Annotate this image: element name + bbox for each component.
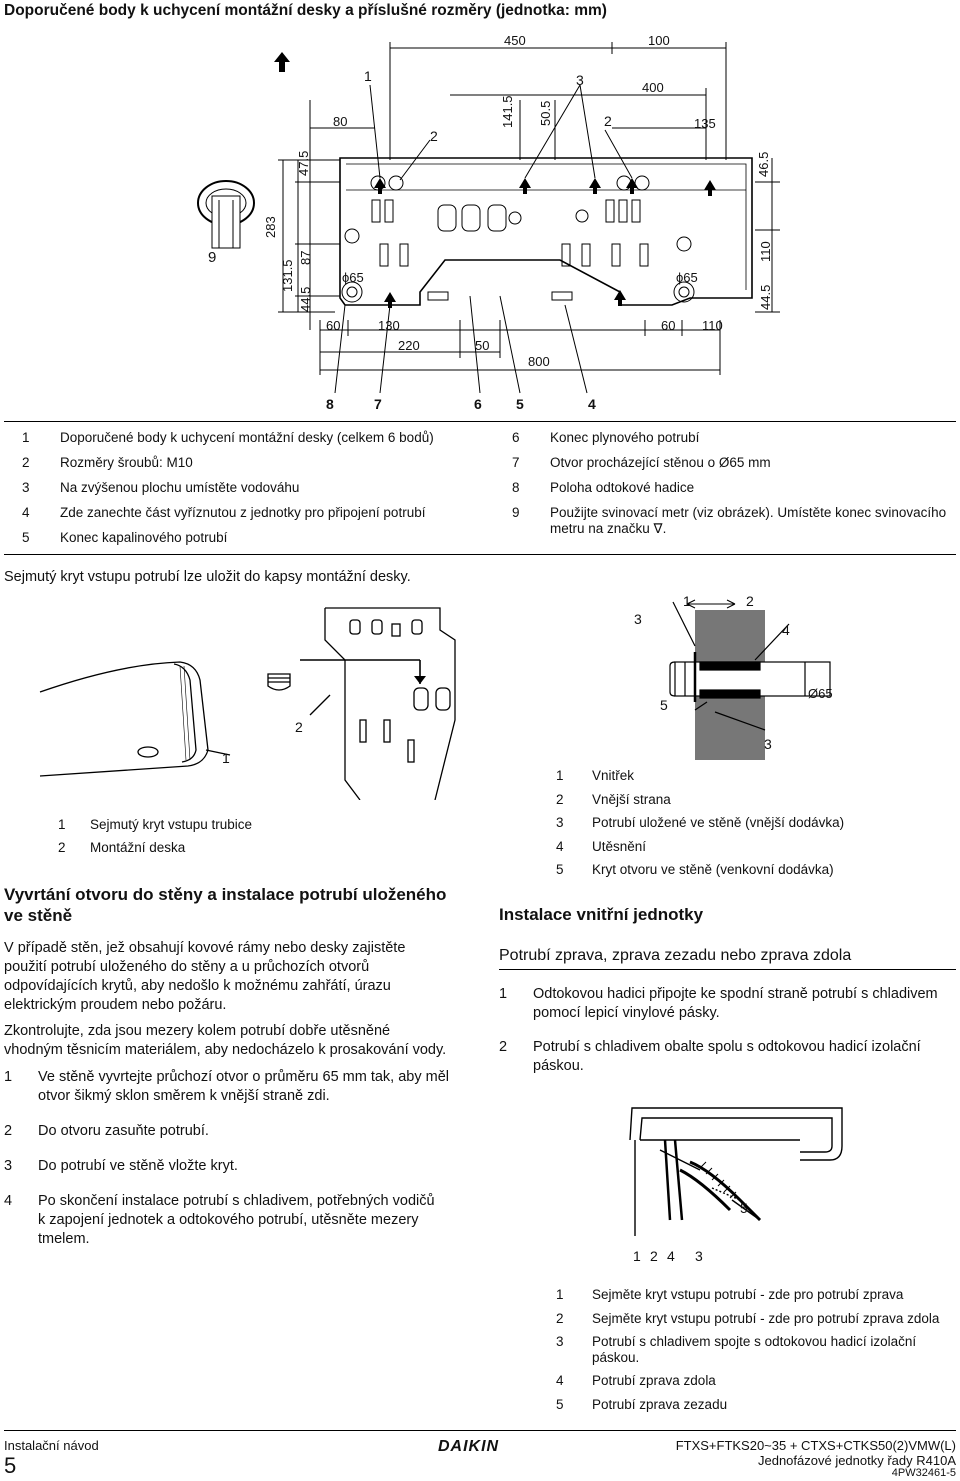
dim-60-left: 60 [326, 318, 341, 333]
diagram3-phi: Ø65 [808, 686, 833, 701]
note-cover: Sejmutý kryt vstupu potrubí lze uložit d… [4, 569, 411, 585]
callout-4: 4 [588, 396, 596, 412]
dim-60-right: 60 [661, 318, 676, 333]
dim-800: 800 [528, 354, 550, 369]
drill-step-4: 4 Po skončení instalace potrubí s chladi… [4, 1193, 435, 1247]
diagram4-callout-2: 2 [650, 1248, 658, 1264]
phi-65-left: ϕ65 [342, 270, 364, 285]
section-indoor-heading: Instalace vnitřní jednotky [499, 905, 704, 924]
indoor-step-2: 2 Potrubí s chladivem obalte spolu s odt… [499, 1039, 921, 1074]
diagram3-callout-2: 2 [746, 593, 754, 609]
indoor-step-1: 1 Odtokovou hadici připojte ke spodní st… [499, 986, 938, 1021]
dim-44-5-right: 44.5 [758, 284, 773, 310]
dim-450: 450 [504, 33, 526, 48]
callout-3: 3 [576, 72, 584, 88]
drill-step-2: 2 Do otvoru zasuňte potrubí. [4, 1123, 209, 1139]
diagram4-callout-1: 1 [633, 1248, 641, 1264]
legend1-item: metru na značku ∇. [550, 521, 667, 536]
divider-top [4, 421, 956, 422]
dim-141-5: 141.5 [500, 95, 515, 128]
diagram2-callout-1: 1 [222, 750, 230, 766]
diagram2-callout-2: 2 [295, 719, 303, 735]
callout-8: 8 [326, 396, 334, 412]
mounting-plate-diagram [197, 42, 780, 394]
diagram4-callout-5: 5 [740, 1200, 748, 1216]
divider-bottom [4, 554, 956, 555]
callout-9: 9 [208, 249, 217, 266]
dim-135: 135 [694, 116, 716, 131]
callout-2-left: 2 [430, 128, 438, 144]
diagram3-callout-5: 5 [660, 697, 668, 713]
cover-storage-diagram [39, 607, 456, 800]
dim-400: 400 [642, 80, 664, 95]
dim-46-5: 46.5 [756, 151, 771, 177]
footer-doc-code: 4PW32461-5 [891, 1467, 956, 1479]
callout-5: 5 [516, 396, 524, 412]
diagram4-callout-3: 3 [695, 1248, 703, 1264]
diagram3-callout-4: 4 [782, 622, 790, 638]
dim-47-5: 47.5 [296, 150, 311, 176]
daikin-logo: DAIKIN [438, 1438, 500, 1455]
callout-7: 7 [374, 396, 382, 412]
footer-model: FTXS+FTKS20~35 + CTXS+CTKS50(2)VMW(L) [675, 1438, 956, 1453]
dim-44-5-left: 44.5 [298, 286, 313, 312]
dim-283: 283 [263, 216, 278, 238]
dim-130: 130 [378, 318, 400, 333]
footer-doc-label: Instalační návod [4, 1438, 99, 1453]
callout-1: 1 [364, 68, 372, 84]
dim-100: 100 [648, 33, 670, 48]
section-indoor-subheading: Potrubí zprava, zprava zezadu nebo zprav… [499, 947, 852, 964]
dim-110-right: 110 [758, 241, 773, 262]
page-number: 5 [4, 1453, 17, 1478]
dim-50-5: 50.5 [538, 100, 553, 126]
footer-series: Jednofázové jednotky řady R410A [757, 1453, 956, 1468]
dim-131-5: 131.5 [280, 259, 295, 292]
drill-step-1: 1 Ve stěně vyvrtejte průchozí otvor o pr… [4, 1069, 450, 1104]
page-title: Doporučené body k uchycení montážní desk… [4, 2, 607, 19]
section-drill-para1: V případě stěn, jež obsahují kovové rámy… [4, 940, 406, 1013]
drill-step-3: 3 Do potrubí ve stěně vložte kryt. [4, 1158, 238, 1174]
dim-50: 50 [475, 338, 490, 353]
diagram3-callout-3b: 3 [764, 736, 772, 752]
section-drill-heading: Vyvrtání otvoru do stěny a instalace pot… [4, 885, 447, 925]
section-drill-para2: Zkontrolujte, zda jsou mezery kolem potr… [4, 1023, 447, 1058]
footer-rule [4, 1430, 956, 1431]
dim-80: 80 [333, 114, 348, 129]
diagram3-callout-1: 1 [683, 593, 691, 609]
callout-6: 6 [474, 396, 482, 412]
callout-2-right: 2 [604, 113, 612, 129]
subheading-underline [499, 969, 956, 970]
diagram3-callout-3a: 3 [634, 611, 642, 627]
dim-220: 220 [398, 338, 420, 353]
piping-routing-diagram [629, 1107, 843, 1236]
dim-87: 87 [298, 250, 313, 265]
phi-65-right: ϕ65 [676, 270, 698, 285]
dim-110-bottom: 110 [702, 318, 723, 333]
wall-pipe-diagram [669, 599, 831, 760]
diagram4-callout-4: 4 [667, 1248, 675, 1264]
